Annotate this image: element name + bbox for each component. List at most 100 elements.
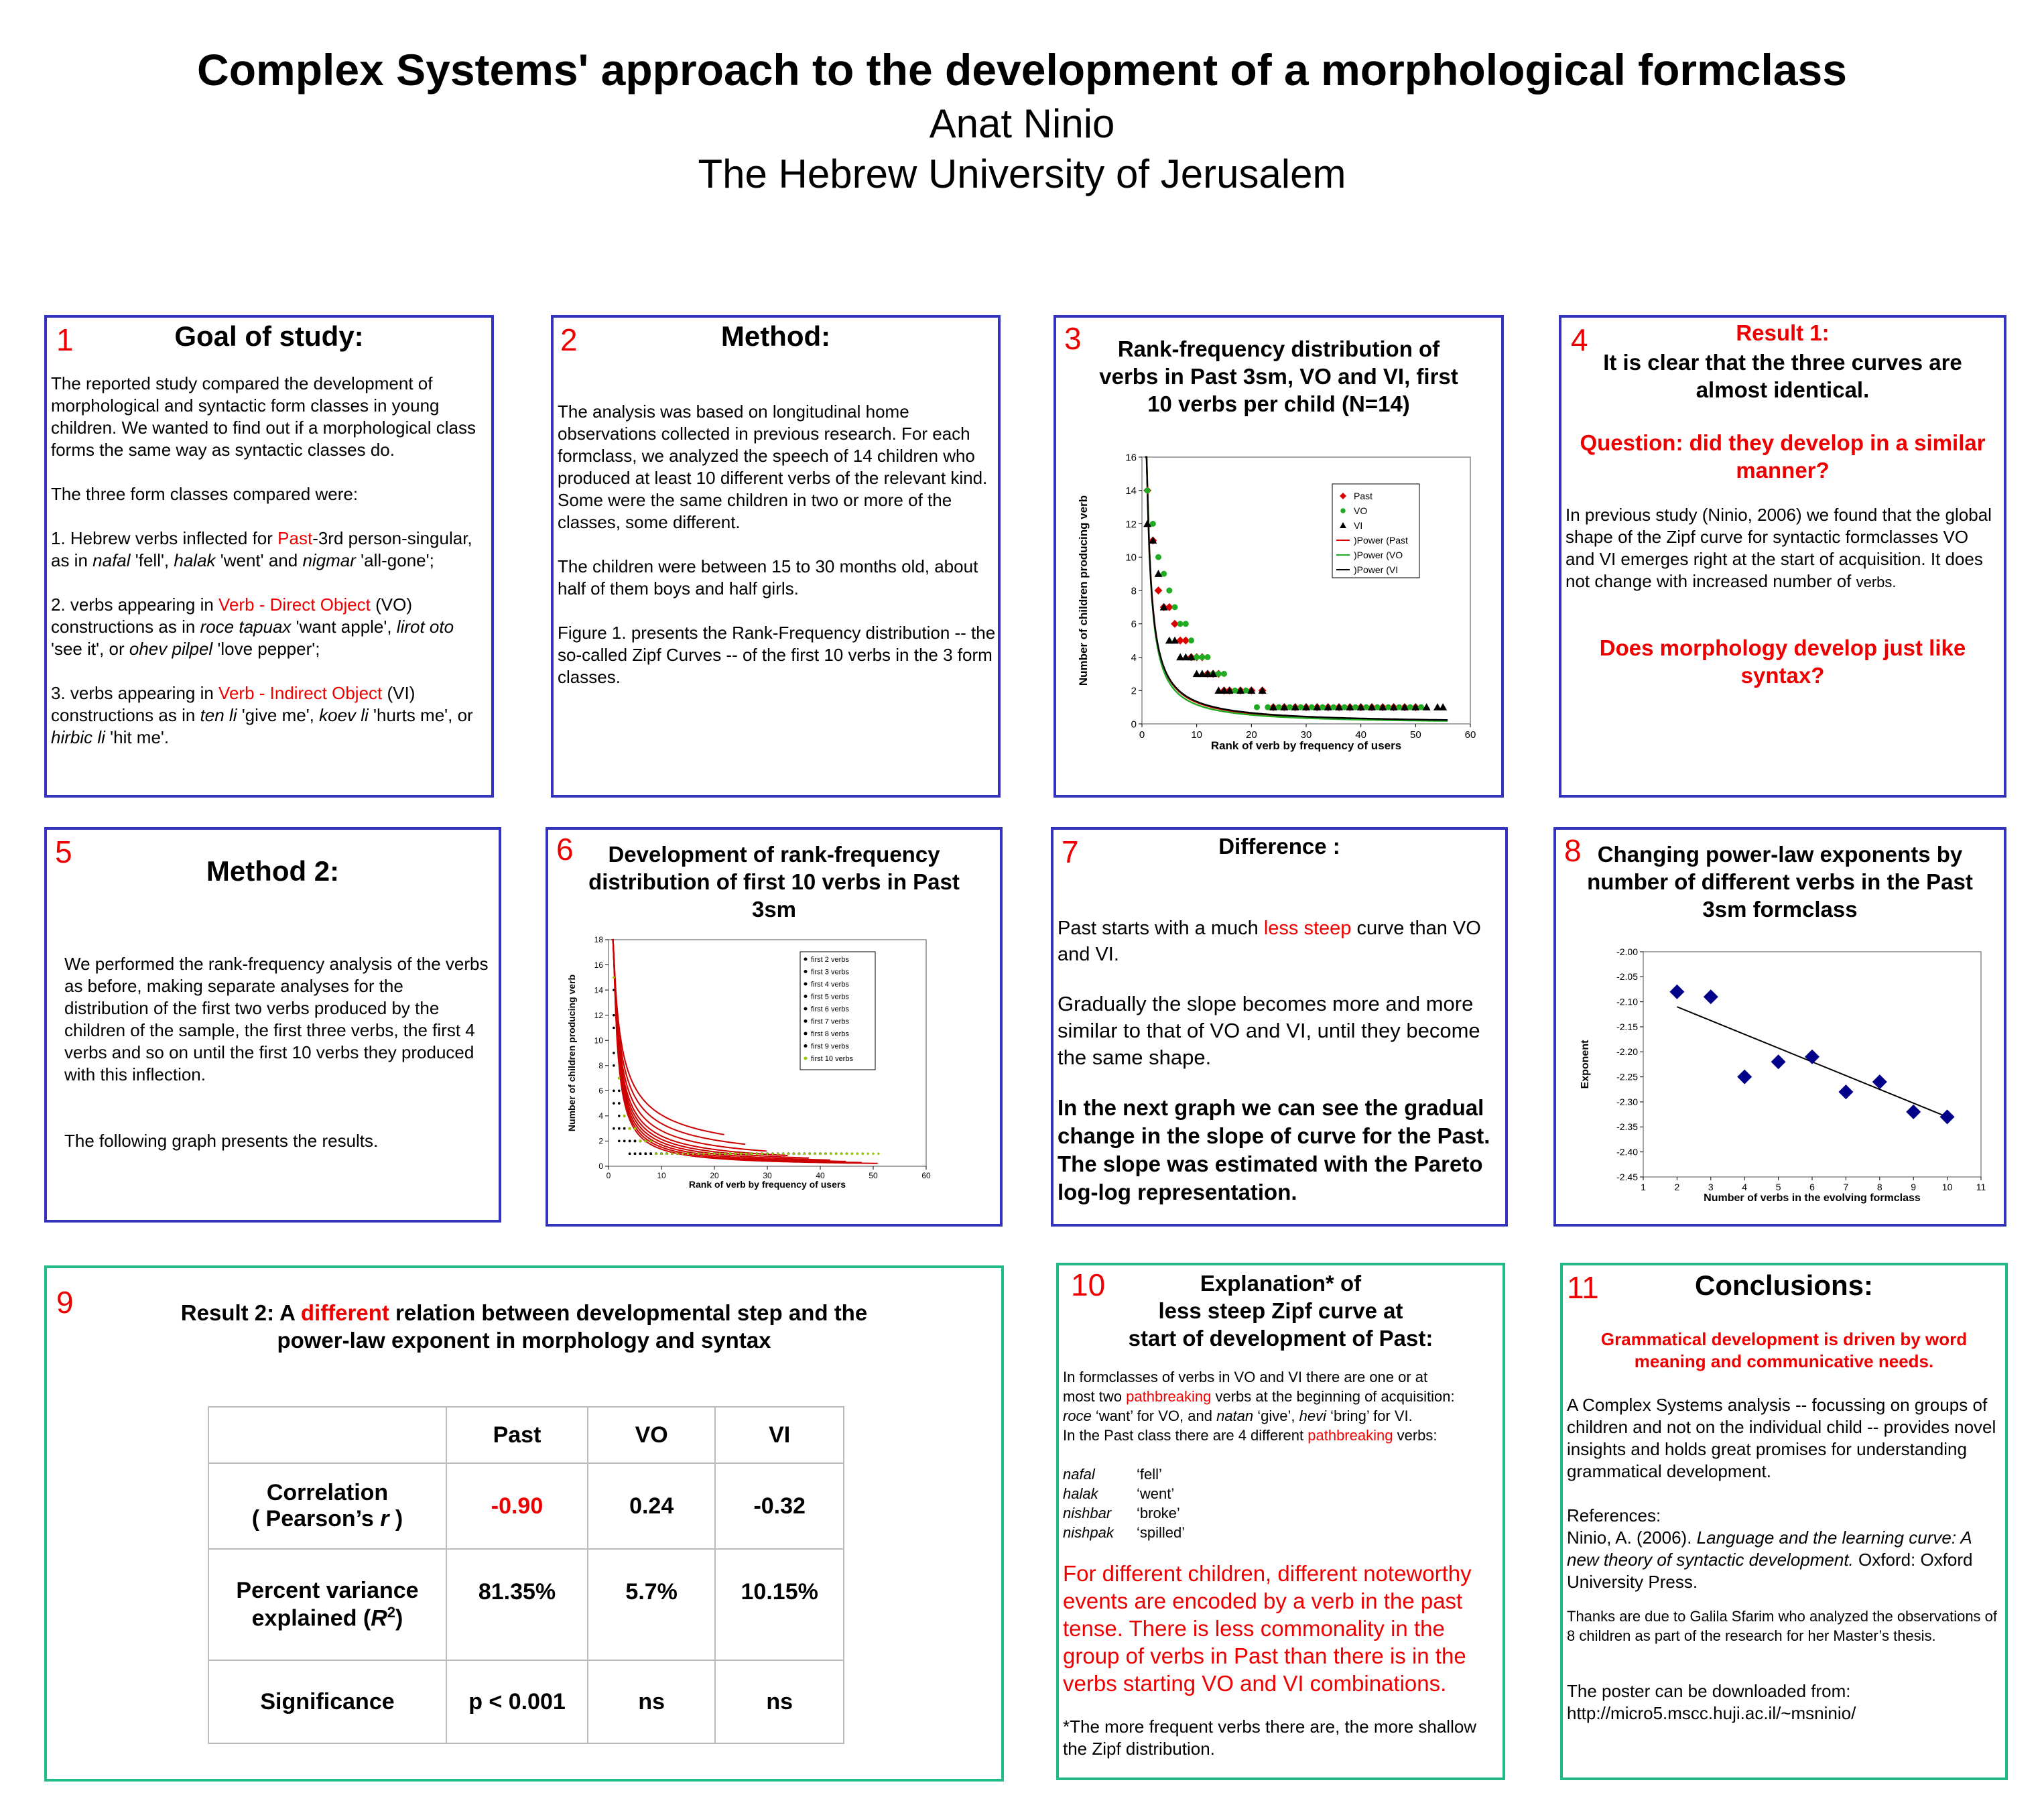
x-tick-label: 50 [1410, 729, 1421, 741]
y-tick-label: 0 [598, 1162, 603, 1171]
paragraph: The following graph presents the results… [64, 1131, 379, 1151]
trend-line [611, 939, 830, 1161]
data-point [639, 1152, 642, 1155]
x-tick-label: 1 [1641, 1182, 1646, 1192]
y-tick-label: 4 [1131, 652, 1137, 664]
panel-body: In formclasses of verbs in VO and VI the… [1063, 1367, 1505, 1760]
references-heading: References: [1567, 1505, 1661, 1525]
paragraph: The reported study compared the developm… [51, 373, 476, 460]
y-tick-label: -2.00 [1616, 946, 1638, 957]
data-point [1247, 686, 1256, 694]
data-point [1171, 619, 1179, 628]
data-point [613, 1089, 615, 1093]
legend-entry: first 5 verbs [811, 993, 849, 1001]
paragraph: Past starts with a much less steep curve… [1058, 918, 1481, 965]
data-point [1149, 536, 1157, 544]
data-point [1215, 670, 1222, 677]
table-cell: 5.7% [586, 1548, 716, 1661]
panel-body: We performed the rank-frequency analysis… [64, 953, 491, 1152]
x-tick-label: 60 [1465, 729, 1476, 741]
panel-number: 10 [1071, 1267, 1106, 1302]
panel-result-2: 9 Result 2: A different relation between… [44, 1265, 1004, 1782]
data-point [618, 1139, 621, 1143]
data-point [1906, 1104, 1921, 1119]
y-tick-label: -2.10 [1616, 997, 1638, 1007]
data-point [1363, 704, 1370, 710]
x-tick-label: 8 [1877, 1182, 1882, 1192]
panel-number: 4 [1571, 322, 1588, 357]
result-question: Question: did they develop in a similar … [1580, 430, 1986, 483]
data-point [708, 1152, 710, 1155]
data-point [1221, 670, 1227, 677]
table-header: VO [586, 1406, 716, 1464]
row-label: Correlation( Pearson’s r ) [207, 1462, 448, 1550]
data-point [613, 976, 615, 979]
data-point [1204, 670, 1212, 678]
panel-method-2: 5 Method 2: We performed the rank-freque… [44, 827, 501, 1223]
panel-title: Method 2: [206, 855, 340, 887]
data-point [1352, 704, 1358, 710]
panel-body: The analysis was based on longitudinal h… [558, 401, 997, 688]
trend-line [611, 939, 810, 1159]
panel-method: 2 Method: The analysis was based on long… [551, 315, 1001, 798]
panel-figure-2: 6 Development of rank-frequency distribu… [546, 827, 1003, 1227]
y-tick-label: 14 [1125, 485, 1137, 497]
data-point [1269, 703, 1277, 710]
data-point [856, 1152, 859, 1155]
x-tick-label: 4 [1742, 1182, 1747, 1192]
panel-title: Development of rank-frequency distributi… [588, 842, 960, 922]
panel-number: 3 [1064, 321, 1082, 356]
data-point [613, 1052, 615, 1054]
conclusion-highlight: Grammatical development is driven by wor… [1600, 1329, 1968, 1371]
legend-entry: first 9 verbs [811, 1043, 849, 1051]
data-point [787, 1152, 790, 1155]
data-point [1330, 704, 1337, 710]
y-tick-label: -2.15 [1616, 1021, 1638, 1032]
y-axis-label: Number of children producing verb [566, 975, 577, 1131]
acknowledgement: Thanks are due to Galila Sfarim who anal… [1567, 1608, 1998, 1644]
panel-title: Changing power-law exponents by number o… [1587, 842, 1973, 922]
panel-conclusions: 11 Conclusions: Grammatical development … [1560, 1263, 2008, 1780]
legend-entry: first 3 verbs [811, 969, 849, 977]
data-point [755, 1152, 758, 1155]
results-table: Past VO VI Correlation( Pearson’s r ) -0… [207, 1406, 844, 1744]
paragraph: The analysis was based on longitudinal h… [558, 401, 988, 532]
data-point [1149, 521, 1156, 527]
data-point [681, 1152, 684, 1155]
data-point [697, 1152, 700, 1155]
x-tick-label: 50 [869, 1171, 878, 1180]
data-point [1188, 637, 1194, 644]
panel-body: A Complex Systems analysis -- focussing … [1567, 1394, 2002, 1725]
x-tick-label: 5 [1776, 1182, 1781, 1192]
data-point [872, 1152, 875, 1155]
y-tick-label: 2 [1131, 686, 1137, 697]
data-point [628, 1152, 631, 1155]
data-point [644, 1139, 647, 1143]
data-point [1411, 703, 1420, 710]
data-point [1254, 704, 1260, 710]
legend-marker [804, 1044, 808, 1048]
x-tick-label: 7 [1844, 1182, 1849, 1192]
list-item: nishbar‘broke’ [1063, 1505, 1180, 1521]
data-point [1341, 704, 1348, 710]
data-point [1165, 636, 1173, 644]
data-point [633, 1139, 637, 1143]
x-tick-label: 0 [606, 1171, 611, 1180]
poster-title: Complex Systems' approach to the develop… [197, 45, 1847, 95]
data-point [1308, 704, 1315, 710]
trend-line [611, 939, 878, 1164]
paragraph: A Complex Systems analysis -- focussing … [1567, 1395, 1996, 1481]
data-point [840, 1152, 843, 1155]
data-point [781, 1152, 785, 1155]
data-point [613, 1026, 615, 1030]
legend-marker [804, 995, 808, 998]
download-url[interactable]: http://micro5.mscc.huji.ac.il/~msninio/ [1567, 1703, 1856, 1723]
result-label: Result 1: [1736, 320, 1830, 345]
x-tick-label: 3 [1708, 1182, 1714, 1192]
data-point [792, 1152, 795, 1155]
panel-title: Goal of study: [174, 320, 364, 352]
row-label: Significance [207, 1660, 448, 1744]
data-point [1368, 703, 1376, 710]
